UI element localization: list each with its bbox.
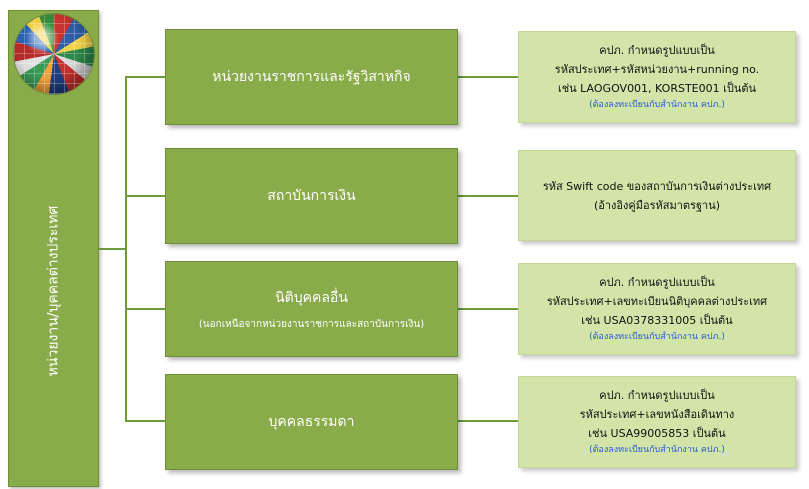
category-title: สถาบันการเงิน — [267, 188, 356, 204]
description-financial-institutions: รหัส Swift code ของสถาบันการเงินต่างประเ… — [518, 150, 796, 241]
category-financial-institutions: สถาบันการเงิน — [165, 148, 458, 244]
connector-desc-3 — [458, 308, 518, 310]
connector-trunk — [125, 76, 127, 421]
root-node-label: หน่วยงาน/บุคคลต่างประเทศ — [45, 205, 62, 377]
description-line: รหัสประเทศ+รหัสหน่วยงาน+running no. — [554, 63, 760, 76]
description-line: รหัสประเทศ+เลขหนังสือเดินทาง — [579, 408, 735, 421]
connector-desc-2 — [458, 195, 518, 197]
description-line: เช่น LAOGOV001, KORSTE001 เป็นต้น — [557, 82, 757, 95]
description-other-juristic-persons: คปภ. กำหนดรูปแบบเป็น รหัสประเทศ+เลขทะเบี… — [518, 263, 796, 355]
connector-branch-3 — [125, 308, 165, 310]
description-government-agencies: คปภ. กำหนดรูปแบบเป็น รหัสประเทศ+รหัสหน่ว… — [518, 31, 796, 123]
connector-branch-2 — [125, 195, 165, 197]
connector-desc-4 — [458, 420, 518, 422]
connector-branch-4 — [125, 420, 165, 422]
connector-branch-1 — [125, 76, 165, 78]
globe-grid-overlay — [14, 14, 94, 94]
description-line: คปภ. กำหนดรูปแบบเป็น — [599, 389, 715, 402]
description-line: เช่น USA0378331005 เป็นต้น — [581, 314, 733, 327]
registration-note: (ต้องลงทะเบียนกับสำนักงาน คปภ.) — [589, 445, 725, 455]
description-natural-persons: คปภ. กำหนดรูปแบบเป็น รหัสประเทศ+เลขหนังส… — [518, 376, 796, 468]
description-line: (อ้างอิงคู่มือรหัสมาตรฐาน) — [593, 198, 721, 212]
description-line: รหัส Swift code ของสถาบันการเงินต่างประเ… — [542, 179, 772, 193]
category-natural-persons: บุคคลธรรมดา — [165, 374, 458, 470]
description-line: คปภ. กำหนดรูปแบบเป็น — [599, 44, 715, 57]
registration-note: (ต้องลงทะเบียนกับสำนักงาน คปภ.) — [589, 100, 725, 110]
category-title: หน่วยงานราชการและรัฐวิสาหกิจ — [212, 69, 411, 85]
registration-note: (ต้องลงทะเบียนกับสำนักงาน คปภ.) — [589, 332, 725, 342]
root-node-label-wrap: หน่วยงาน/บุคคลต่างประเทศ — [8, 95, 99, 487]
connector-root — [99, 248, 126, 250]
description-line: เช่น USA99005853 เป็นต้น — [588, 427, 726, 440]
connector-desc-1 — [458, 76, 518, 78]
category-subtitle: (นอกเหนือจากหน่วยงานราชการและสถาบันการเง… — [198, 318, 425, 330]
category-title: บุคคลธรรมดา — [268, 414, 355, 430]
category-other-juristic-persons: นิติบุคคลอื่น (นอกเหนือจากหน่วยงานราชการ… — [165, 261, 458, 357]
description-line: คปภ. กำหนดรูปแบบเป็น — [599, 276, 715, 289]
category-title: นิติบุคคลอื่น — [275, 289, 348, 306]
category-government-agencies: หน่วยงานราชการและรัฐวิสาหกิจ — [165, 29, 458, 125]
world-flags-globe-icon — [14, 14, 94, 94]
description-line: รหัสประเทศ+เลขทะเบียนนิติบุคคลต่างประเทศ — [546, 295, 768, 308]
